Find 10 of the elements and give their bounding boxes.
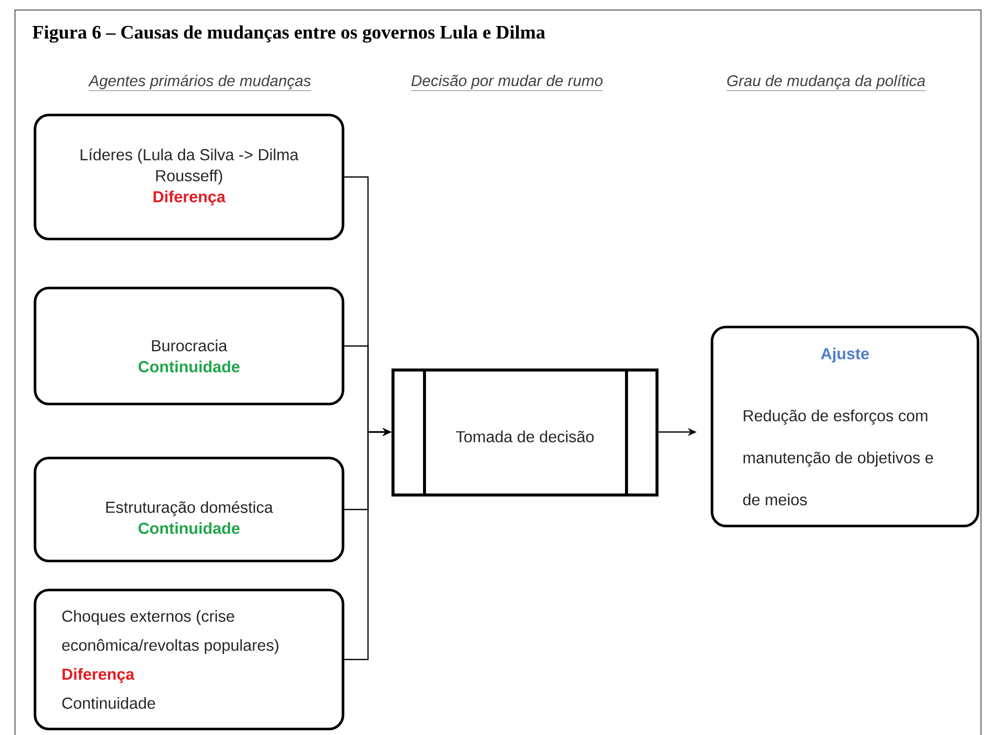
- column-heading: Agentes primários de mudanças: [88, 74, 312, 91]
- cause-box: Choques externos (crise econômica/revoltas populares) Diferença Continuidade: [34, 588, 344, 730]
- result-box: Ajuste Redução de esforços com manutenção de objetivos e de meios: [710, 326, 980, 528]
- figure-title: Figura 6 – Causas de mudanças entre os governos Lula e Dilma: [32, 25, 546, 43]
- decision-box: Tomada de decisão: [392, 368, 658, 496]
- column-heading: Decisão por mudar de rumo: [410, 74, 604, 91]
- cause-box: Líderes (Lula da Silva -> Dilma Rousseff) Diferença: [34, 114, 344, 240]
- cause-box: Estruturação doméstica Continuidade: [34, 456, 344, 562]
- cause-box: Burocracia Continuidade: [34, 286, 344, 406]
- column-heading: Grau de mudança da política: [726, 74, 926, 91]
